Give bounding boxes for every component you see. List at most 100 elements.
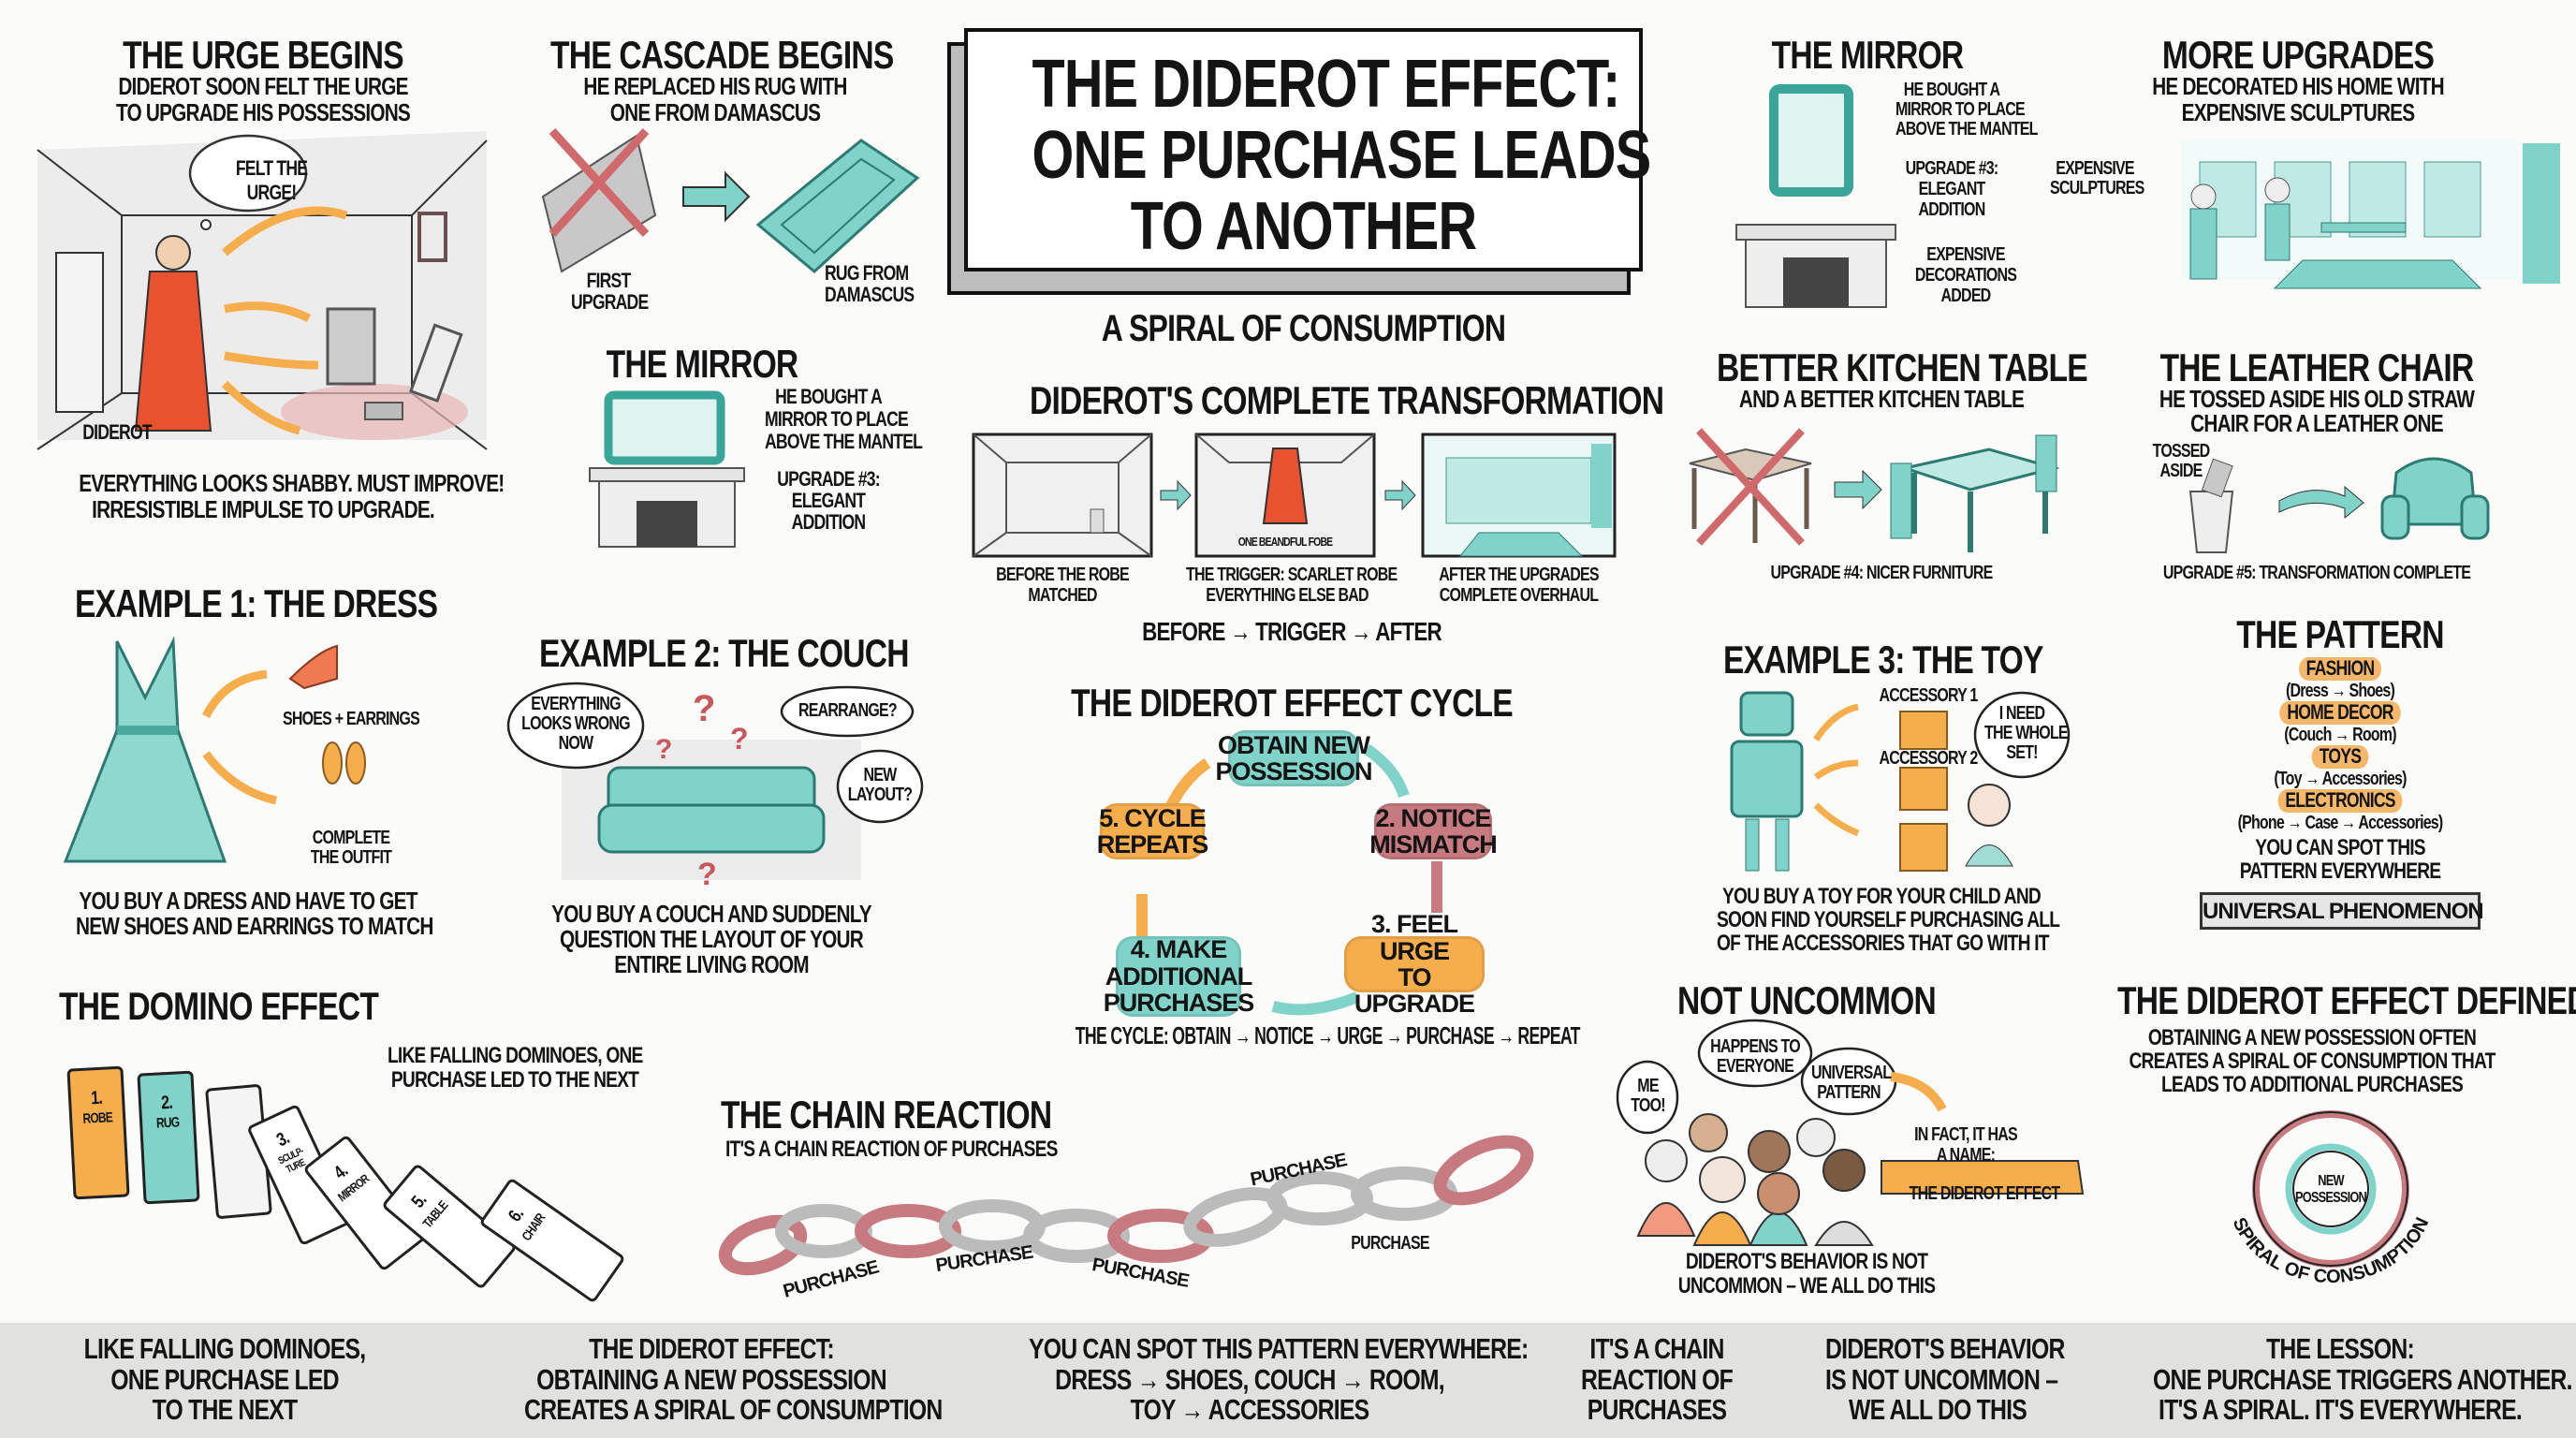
- heading: EXAMPLE 1: THE DRESS: [75, 581, 438, 625]
- bubble-text: PATTERN: [1817, 1082, 1881, 1103]
- footer-line: ONE PURCHASE TRIGGERS ANOTHER.: [2153, 1362, 2572, 1396]
- center-text: NEW: [2318, 1173, 2344, 1189]
- panel-caption: COMPLETE OVERHAUL: [1439, 585, 1599, 606]
- svg-text:?: ?: [655, 734, 672, 765]
- text: A NAME:: [1936, 1145, 1996, 1166]
- label: ASIDE: [2159, 461, 2203, 481]
- mirror-icon: [1769, 84, 1853, 197]
- heading: THE CHAIN REACTION: [721, 1093, 1052, 1137]
- bubble-text: NEW: [863, 765, 898, 785]
- heading: THE DIDEROT EFFECT DEFINED: [2117, 978, 2576, 1022]
- title-line: ONE PURCHASE LEADS: [1032, 118, 1652, 193]
- text: OBTAINING A NEW POSSESSION OFTEN: [2147, 1025, 2477, 1050]
- subheading: TO UPGRADE HIS POSSESSIONS: [115, 98, 411, 126]
- cycle-summary: THE CYCLE: OBTAIN → NOTICE → URGE → PURC…: [1075, 1021, 1581, 1049]
- label: FIRST: [586, 269, 632, 292]
- heading: NOT UNCOMMON: [1677, 978, 1937, 1022]
- step-text: TO UPGRADE: [1354, 963, 1475, 1019]
- text: CREATES A SPIRAL OF CONSUMPTION THAT: [2129, 1049, 2496, 1074]
- step-text: 2. NOTICE: [1375, 803, 1491, 832]
- heading: THE PATTERN: [2236, 612, 2444, 656]
- text: LEADS TO ADDITIONAL PURCHASES: [2160, 1072, 2464, 1097]
- domino-tile: 2.RUG: [137, 1070, 200, 1205]
- text: MIRROR TO PLACE: [1895, 99, 2026, 120]
- footer-line: WE ALL DO THIS: [1849, 1393, 2027, 1427]
- panel-caption: THE TRIGGER: SCARLET ROBE: [1186, 565, 1398, 585]
- table-illustration: [1689, 428, 2060, 552]
- bubble-text: UNIVERSAL: [1811, 1063, 1892, 1083]
- arrow-icon: [201, 669, 268, 719]
- label: UPGRADE: [571, 290, 649, 314]
- spiral-label: SPIRAL OF CONSUMPTION: [2229, 1214, 2434, 1287]
- footer-line: REACTION OF: [1580, 1362, 1734, 1396]
- name-banner: [1881, 1160, 2085, 1195]
- caption: SOON FIND YOURSELF PURCHASING ALL: [1717, 907, 2060, 932]
- heading: THE MIRROR: [606, 342, 799, 386]
- sculpture-room-illustration: [2181, 139, 2560, 289]
- diderot-label: DIDEROT: [82, 420, 152, 444]
- footer-line: PURCHASES: [1587, 1393, 1727, 1427]
- text: DECORATIONS: [1914, 265, 2017, 286]
- arrow-icon: [202, 751, 278, 805]
- step-text: REPEATS: [1096, 830, 1209, 858]
- heading: THE DOMINO EFFECT: [59, 984, 379, 1028]
- earring-icon: [322, 741, 343, 785]
- domino-word: RUG: [155, 1114, 180, 1132]
- panel-caption: MATCHED: [1028, 585, 1097, 606]
- bubble-text: NOW: [558, 733, 594, 754]
- speech-bubble: [1973, 691, 2071, 779]
- old-rug-icon: [541, 134, 657, 273]
- title-box: [964, 28, 1643, 271]
- label: COMPLETE: [312, 828, 390, 848]
- heading: MORE UPGRADES: [2161, 33, 2435, 77]
- flow-text: BEFORE → TRIGGER → AFTER: [1142, 617, 1442, 646]
- accessory-box-icon: [1899, 823, 1948, 872]
- heading: DIDEROT'S COMPLETE TRANSFORMATION: [1030, 378, 1664, 422]
- category-example: (Dress → Shoes): [2285, 680, 2395, 701]
- arrow-icon: [1890, 1072, 1947, 1112]
- category-example: (Phone → Case → Accessories): [2237, 812, 2444, 833]
- step-text: ADDITIONAL: [1105, 961, 1252, 990]
- subheading: CHAIR FOR A LEATHER ONE: [2190, 409, 2444, 437]
- label: EXPENSIVE: [2056, 158, 2134, 179]
- caption: UPGRADE #5: TRANSFORMATION COMPLETE: [2162, 563, 2471, 583]
- arrow-icon: [1384, 479, 1416, 511]
- pattern-list: FASHION (Dress → Shoes) HOME DECOR (Couc…: [2198, 656, 2482, 833]
- accessory-box-icon: [1899, 711, 1948, 750]
- after-room-panel: [1421, 433, 1617, 558]
- label: SHOES + EARRINGS: [283, 709, 420, 729]
- caption: DIDEROT'S BEHAVIOR IS NOT: [1685, 1249, 1928, 1274]
- text: ADDITION: [791, 510, 866, 534]
- caption: YOU BUY A COUCH AND SUDDENLY: [551, 900, 871, 928]
- subheading: AND A BETTER KITCHEN TABLE: [1738, 385, 2025, 413]
- text: ADDITION: [1918, 199, 1986, 220]
- footer-line: IS NOT UNCOMMON –: [1825, 1362, 2058, 1396]
- subheading: HE REPLACED HIS RUG WITH: [583, 72, 847, 100]
- subheading: IT'S A CHAIN REACTION OF PURCHASES: [725, 1137, 1058, 1162]
- category-example: (Toy → Accessories): [2274, 768, 2407, 789]
- title-line: THE DIDEROT EFFECT:: [1032, 47, 1621, 122]
- before-room-panel: [972, 433, 1153, 558]
- text: UPGRADE #3:: [777, 467, 880, 491]
- text: ABOVE THE MANTEL: [765, 430, 923, 453]
- step-text: 5. CYCLE: [1099, 803, 1207, 832]
- subheading: ONE FROM DAMASCUS: [609, 98, 821, 126]
- chair-illustration: [2188, 457, 2490, 553]
- arrow-icon: [1271, 991, 1360, 1016]
- bubble-text: FELT THE: [235, 156, 308, 180]
- bubble-text: SET!: [2006, 742, 2038, 763]
- label: SCULPTURES: [2050, 178, 2144, 198]
- bust-icon: [2190, 183, 2217, 210]
- bubble-text: EVERYONE: [1717, 1056, 1794, 1077]
- subheading: DIDEROT SOON FELT THE URGE: [118, 72, 408, 100]
- heading: THE CASCADE BEGINS: [550, 33, 894, 77]
- spiral-illustration: SPIRAL OF CONSUMPTION: [2229, 1110, 2434, 1287]
- heading: THE LEATHER CHAIR: [2159, 345, 2475, 389]
- frame-icon: [417, 212, 447, 262]
- bubble-text: EVERYTHING: [531, 694, 621, 714]
- toy-illustration: [1730, 691, 2071, 872]
- category-example: (Couch → Room): [2284, 724, 2396, 745]
- text: ELEGANT: [1918, 179, 1986, 199]
